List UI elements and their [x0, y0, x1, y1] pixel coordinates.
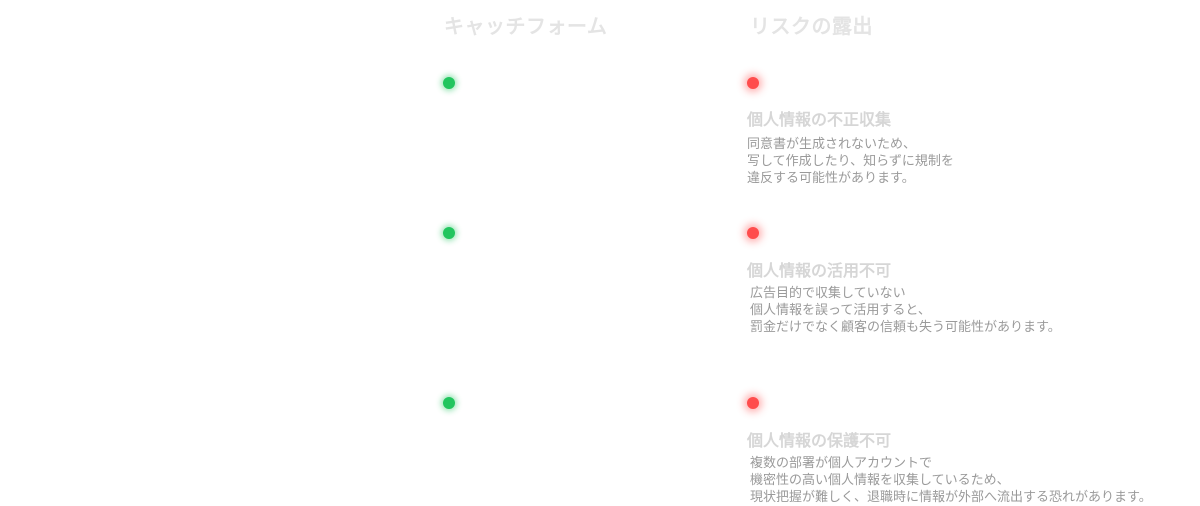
risk-description-line: 機密性の高い個人情報を収集しているため、 — [750, 473, 1010, 488]
risk-description-line: 個人情報を誤って活用すると、 — [750, 303, 931, 318]
risk-description: 広告目的で収集していない 個人情報を誤って活用すると、 罰金だけでなく顧客の信頼… — [750, 285, 1061, 336]
risk-title: 個人情報の不正収集 — [747, 110, 892, 129]
status-ok-dot-icon — [443, 227, 455, 239]
status-ok-dot-icon — [443, 397, 455, 409]
risk-description-line: 同意書が生成されないため、 — [747, 137, 917, 152]
risk-description-line: 違反する可能性があります。 — [747, 171, 915, 186]
risk-description-line: 複数の部署が個人アカウントで — [750, 456, 933, 471]
status-risk-dot-icon — [747, 77, 759, 89]
risk-description-line: 罰金だけでなく顧客の信頼も失う可能性があります。 — [750, 320, 1061, 335]
risk-description-line: 広告目的で収集していない — [750, 286, 906, 301]
status-ok-dot-icon — [443, 77, 455, 89]
risk-title: 個人情報の活用不可 — [747, 261, 892, 280]
risk-description: 複数の部署が個人アカウントで 機密性の高い個人情報を収集しているため、 現状把握… — [750, 455, 1152, 506]
status-risk-dot-icon — [747, 227, 759, 239]
risk-description: 同意書が生成されないため、 写して作成したり、知らずに規制を 違反する可能性があ… — [747, 136, 954, 187]
risk-description-line: 現状把握が難しく、退職時に情報が外部へ流出する恐れがあります。 — [750, 490, 1152, 505]
risk-title: 個人情報の保護不可 — [747, 431, 892, 450]
catch-form-column-header: キャッチフォーム — [444, 14, 608, 38]
status-risk-dot-icon — [747, 397, 759, 409]
risk-exposure-column-header: リスクの露出 — [750, 14, 873, 38]
risk-description-line: 写して作成したり、知らずに規制を — [747, 154, 954, 169]
